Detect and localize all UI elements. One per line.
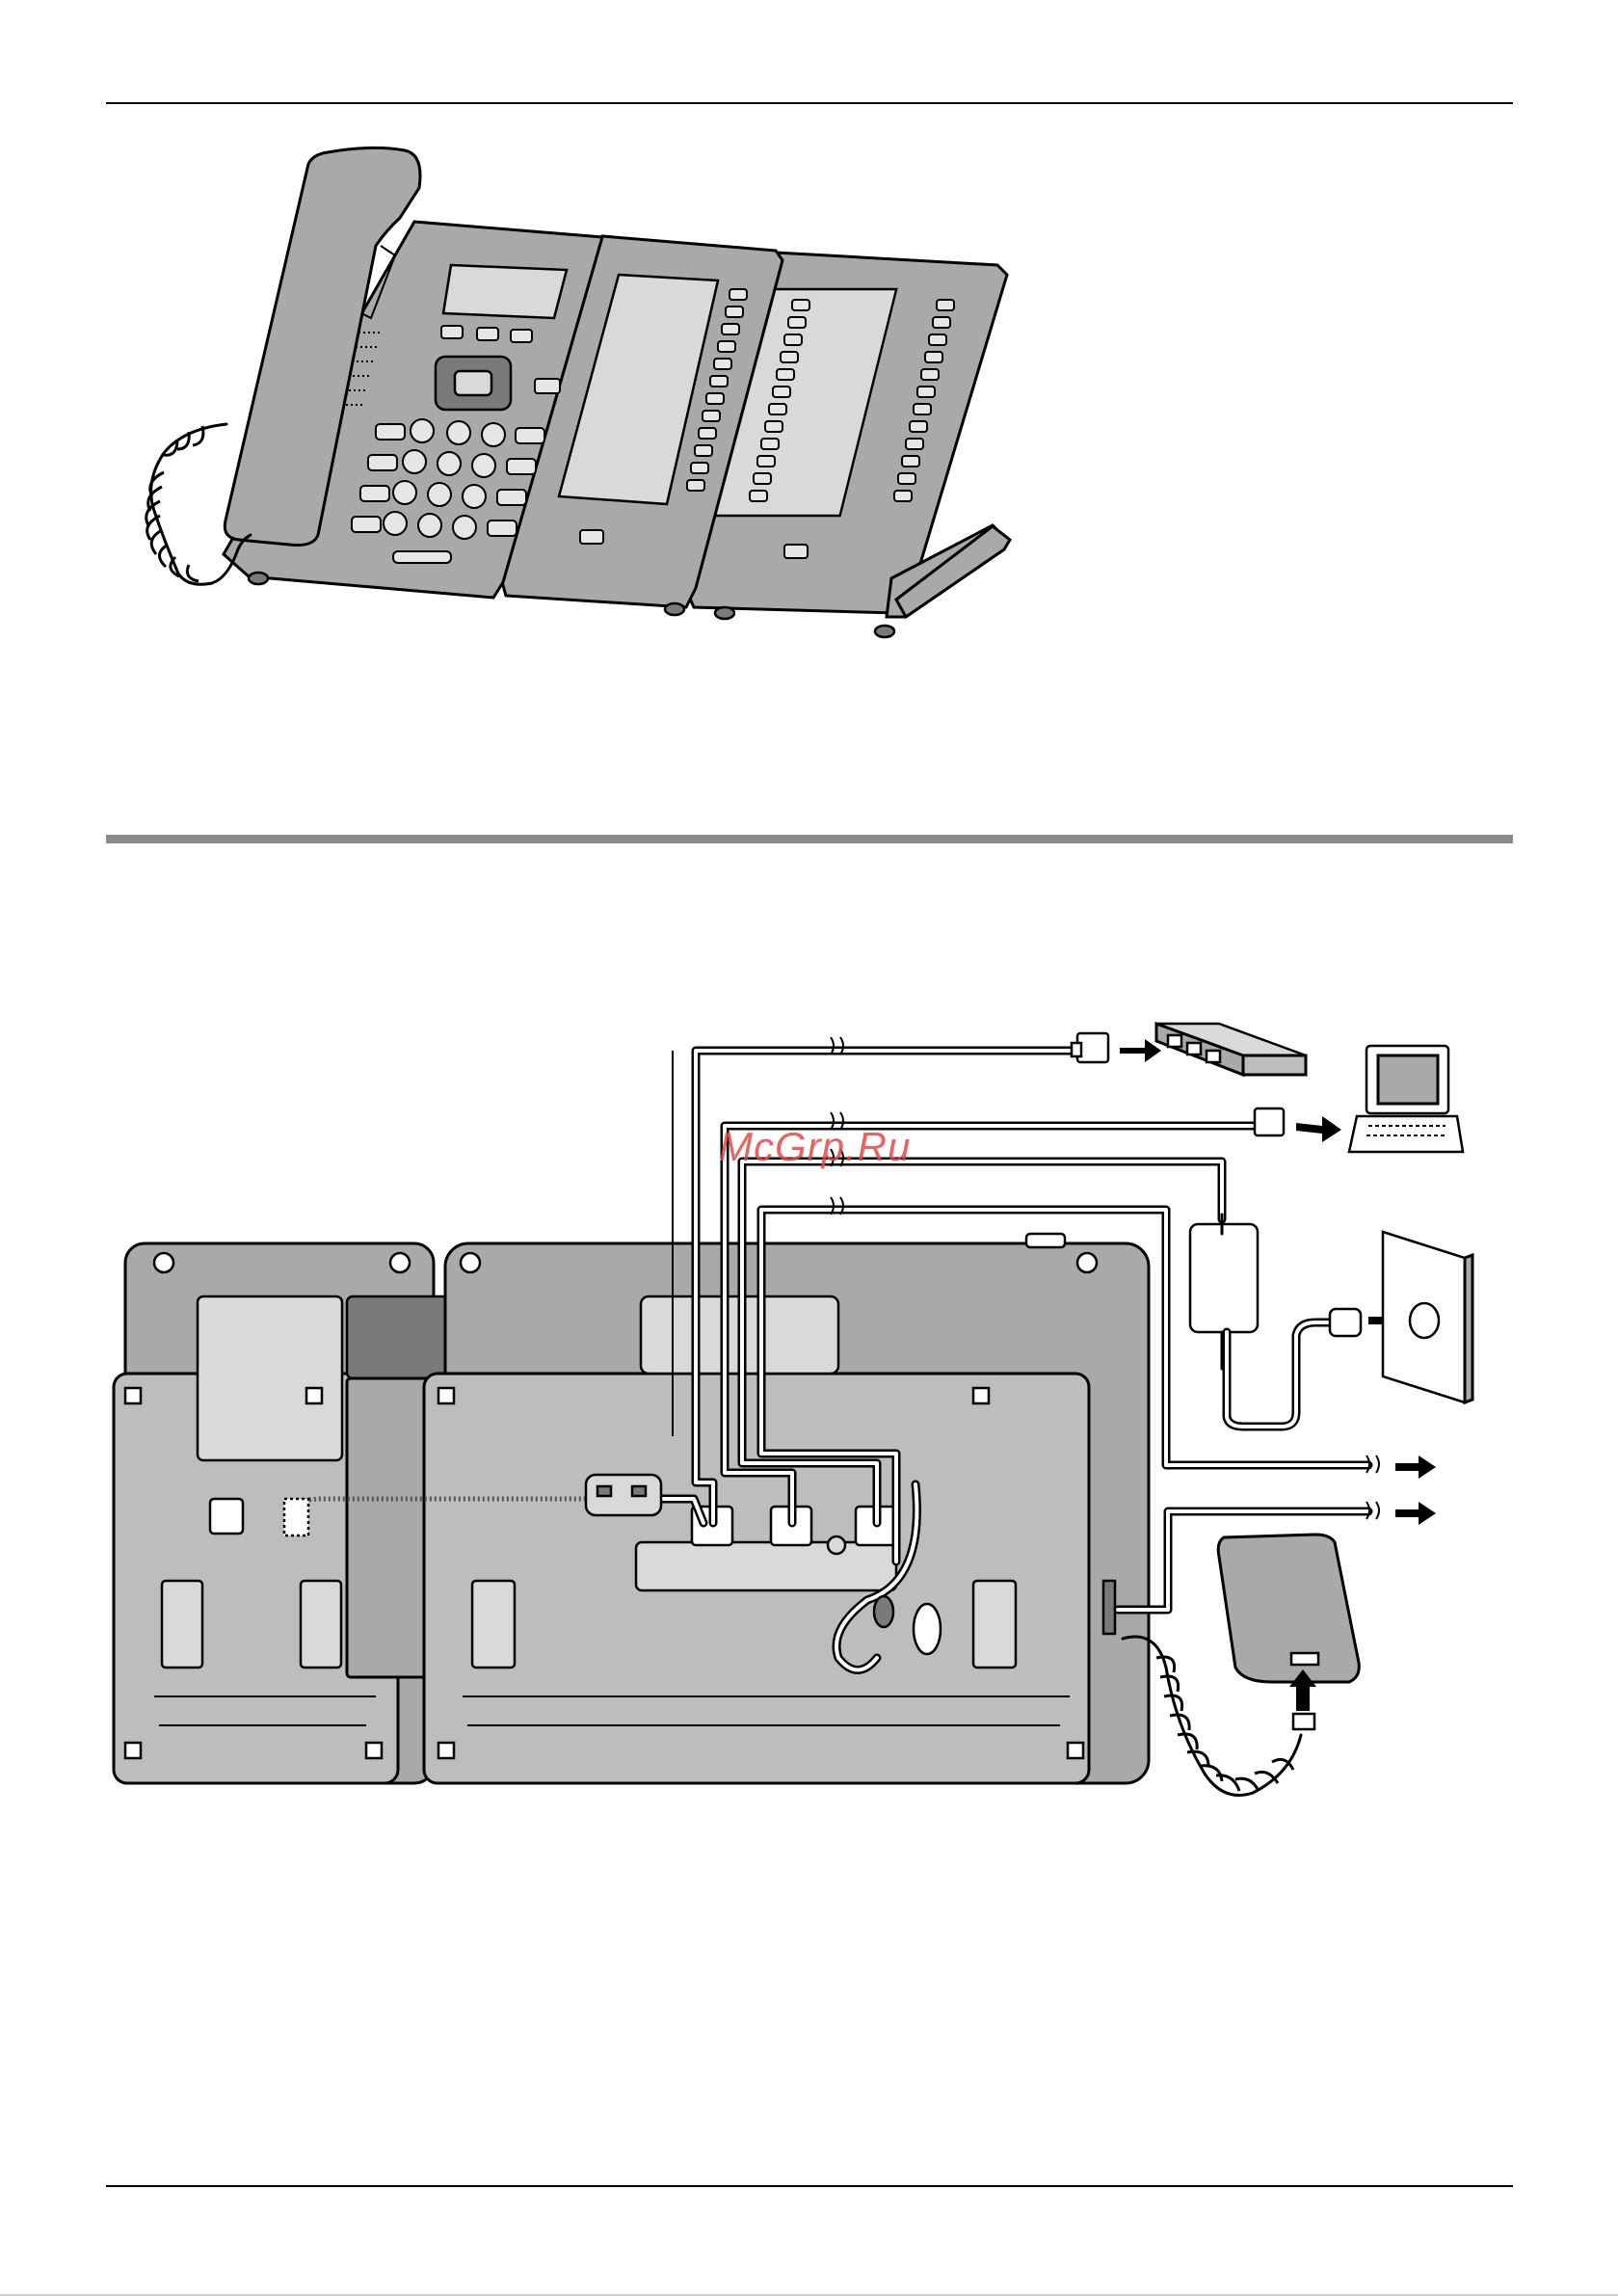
wall-outlet-icon — [1383, 1232, 1472, 1402]
lan-plug-pc — [1255, 1108, 1284, 1135]
ferrite-core-icon — [586, 1475, 661, 1515]
arrow-icon — [1120, 1039, 1161, 1062]
headset-icon — [1218, 1535, 1359, 1729]
arrow-icon — [1395, 1455, 1436, 1525]
watermark-text: McGrp.Ru — [719, 1124, 911, 1170]
rear-view-phone-base — [424, 1234, 1149, 1783]
arrow-icon — [1296, 1116, 1341, 1142]
network-switch-icon — [1156, 1024, 1306, 1075]
ac-adaptor-icon — [1190, 1215, 1361, 1427]
lan-plug-switch — [1072, 1033, 1108, 1062]
laptop-icon — [1349, 1046, 1463, 1152]
